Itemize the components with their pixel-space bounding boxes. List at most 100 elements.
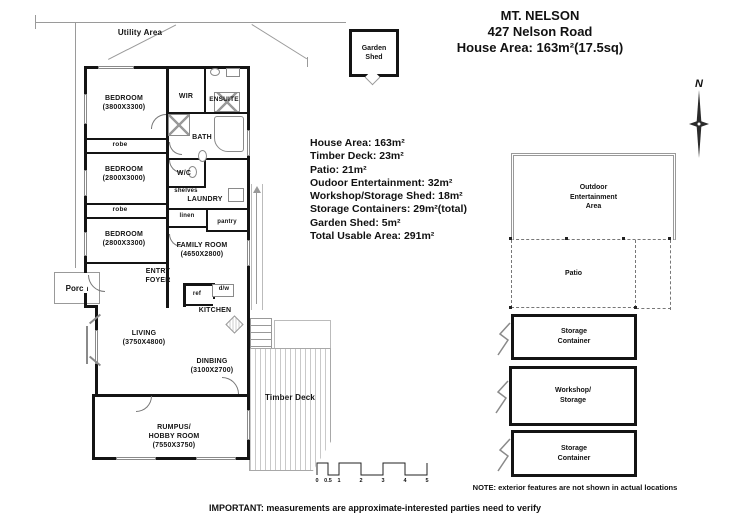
- walkway-arrow-line: [256, 192, 257, 304]
- summary-line: Workshop/Storage Shed: 18m²: [310, 190, 463, 203]
- boundary-line: [35, 15, 36, 29]
- break-mark-icon: [497, 438, 511, 472]
- scale-bar: [316, 462, 428, 476]
- toilet-icon: [198, 150, 207, 162]
- scale-tick-label: 5: [425, 478, 429, 484]
- boundary-line: [75, 22, 76, 268]
- wall-segment: [95, 394, 250, 397]
- compass-north-label: N: [695, 78, 703, 90]
- plan-house-area: House Area: 163m²(17.5sq): [456, 40, 624, 55]
- wall-segment: [84, 262, 166, 264]
- vanity-icon: [226, 68, 240, 77]
- plan-address: 427 Nelson Road: [487, 24, 593, 39]
- window-marker: [247, 130, 250, 156]
- wall-segment: [84, 217, 166, 219]
- outdoor-entertainment-area: Outdoor Entertainment Area: [511, 153, 676, 240]
- storage-container-1: Storage Container: [511, 314, 637, 360]
- summary-line: Garden Shed: 5m²: [310, 216, 401, 229]
- break-mark-icon: [497, 322, 511, 356]
- wall-segment: [166, 226, 208, 228]
- window-marker: [98, 66, 134, 69]
- basin-icon: [210, 68, 220, 76]
- summary-line: Timber Deck: 23m²: [310, 150, 404, 163]
- room-label-robe1: robe: [112, 141, 128, 148]
- room-label-ensuite: ENSUITE: [209, 96, 239, 103]
- window-marker: [84, 232, 87, 256]
- boundary-dot: [509, 237, 512, 240]
- boundary-line: [307, 57, 308, 67]
- shower-icon: [214, 92, 240, 112]
- patio: Patio: [511, 240, 636, 308]
- shower-icon: [168, 114, 190, 136]
- door-swing-icon: [151, 114, 166, 129]
- boundary-dot: [668, 237, 671, 240]
- room-label-laundry: LAUNDRY: [187, 196, 223, 203]
- summary-line: Oudoor Entertainment: 32m²: [310, 176, 453, 189]
- walkway-arrow-icon: [253, 186, 261, 193]
- bay-window-marker: [86, 326, 88, 364]
- summary-line: House Area: 163m²: [310, 137, 405, 149]
- room-label-wc: W/C: [176, 170, 192, 177]
- wall-segment: [204, 158, 206, 188]
- window-marker: [84, 170, 87, 196]
- wall-segment: [92, 457, 250, 460]
- side-walkway: [251, 184, 263, 310]
- wall-segment: [166, 186, 206, 188]
- wall-segment: [92, 394, 95, 460]
- door-swing-icon: [136, 396, 152, 412]
- room-label-bedroom1: BEDROOM (3800X3300): [102, 95, 146, 111]
- patio-boundary-dashed: [636, 308, 671, 309]
- wall-segment: [183, 283, 213, 286]
- boundary-dot: [565, 237, 568, 240]
- disclaimer: IMPORTANT: measurements are approximate-…: [209, 503, 541, 513]
- wall-segment: [204, 66, 206, 114]
- deck-stairs: [250, 318, 272, 348]
- wall-segment: [166, 158, 250, 160]
- scale-tick-label: 4: [403, 478, 407, 484]
- room-label-bedroom2: BEDROOM (2800X3000): [102, 166, 146, 182]
- storage-container-2: Storage Container: [511, 430, 637, 477]
- window-marker: [84, 94, 87, 124]
- timber-deck: [249, 348, 331, 471]
- room-label-ref: ref: [192, 291, 202, 297]
- window-marker: [247, 240, 250, 266]
- dishwasher-icon: [212, 284, 234, 297]
- room-label-dining: DINBING (3100X2700): [190, 358, 234, 374]
- compass: N: [684, 78, 714, 164]
- wall-segment: [166, 112, 250, 114]
- wall-segment: [206, 208, 208, 232]
- scale-tick-label: 2: [359, 478, 363, 484]
- window-marker: [116, 457, 156, 460]
- room-label-bedroom3: BEDROOM (2800X3300): [102, 231, 146, 247]
- bathtub-icon: [214, 116, 244, 152]
- wall-segment: [206, 230, 250, 232]
- scale-tick-label: 1: [337, 478, 341, 484]
- window-marker: [95, 330, 98, 364]
- wall-segment: [166, 208, 250, 210]
- wall-segment: [84, 305, 98, 308]
- break-mark-icon: [495, 380, 509, 414]
- scale-tick-label: 3: [381, 478, 385, 484]
- room-label-robe2: robe: [112, 206, 128, 213]
- area-summary: House Area: 163m² Timber Deck: 23m² Pati…: [310, 137, 525, 243]
- door-opening: [84, 273, 87, 293]
- room-label-family: FAMILY ROOM (4650X2800): [176, 242, 228, 258]
- patio-boundary-dashed: [670, 240, 671, 310]
- summary-line: Total Usable Area: 291m²: [310, 230, 435, 243]
- wall-segment: [84, 152, 166, 154]
- room-label-shelves: shelves: [174, 188, 198, 194]
- wall-segment: [84, 138, 166, 140]
- wall-segment: [84, 203, 166, 205]
- summary-line: Storage Containers: 29m²(total): [310, 203, 467, 216]
- wall-segment: [183, 304, 213, 306]
- boundary-dot: [622, 237, 625, 240]
- room-label-pantry: pantry: [217, 219, 237, 225]
- room-label-linen: linen: [179, 213, 195, 219]
- room-label-bath: BATH: [192, 134, 212, 141]
- window-marker: [247, 410, 250, 440]
- boundary-dot: [509, 306, 512, 309]
- scale-tick-label: 0: [315, 478, 319, 484]
- boundary-line: [35, 22, 346, 23]
